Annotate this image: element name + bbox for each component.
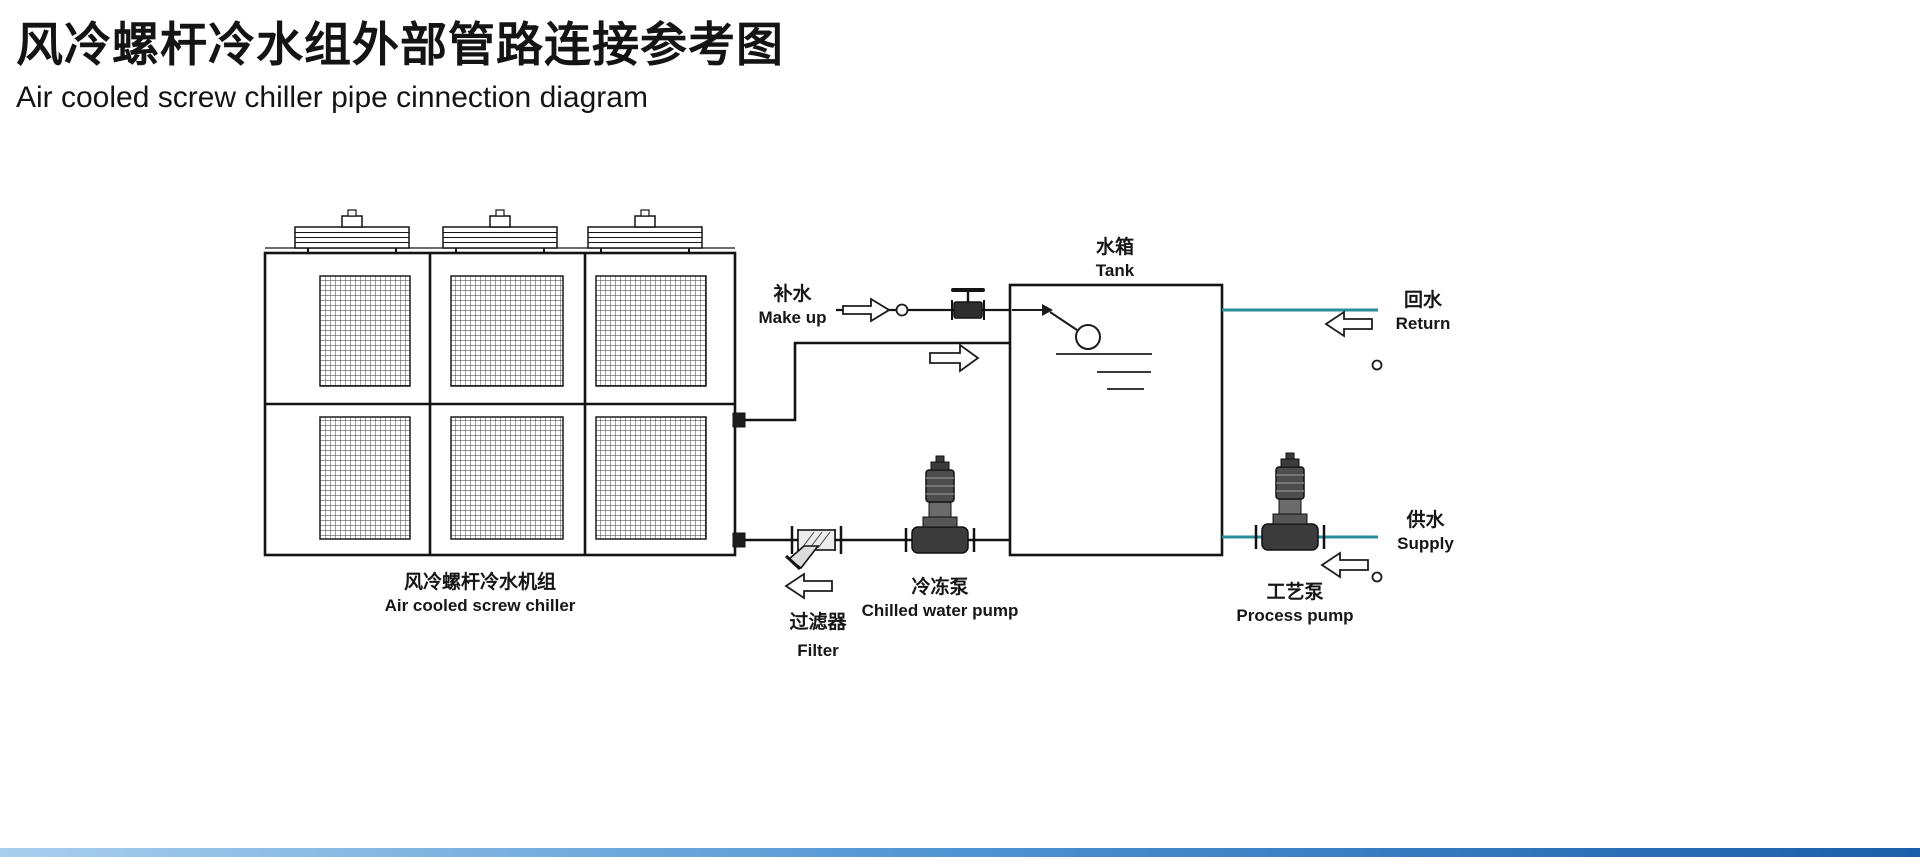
flow-arrow-filter [784,572,833,600]
chilled-pump-label: 冷冻泵 Chilled water pump [845,576,1035,621]
page-title: 风冷螺杆冷水组外部管路连接参考图 [16,18,784,73]
fan-units [294,209,703,253]
process-pump-label-en: Process pump [1236,605,1354,625]
tank-label-en: Tank [1095,260,1135,280]
chilled-water-pipes [745,308,1010,542]
pipe-connector-bottom [732,532,746,548]
chilled-water-pump-symbol [904,455,976,554]
header: 风冷螺杆冷水组外部管路连接参考图 Air cooled screw chille… [16,6,784,115]
tank-label: 水箱 Tank [1030,236,1200,281]
chilled-pump-label-en: Chilled water pump [861,600,1019,620]
filter-symbol [784,526,843,571]
tank [1008,283,1224,557]
makeup-valve [951,288,985,320]
chilled-pump-label-zh: 冷冻泵 [911,577,969,598]
supply-label-zh: 供水 [1406,510,1445,531]
flow-arrow-makeup [842,297,891,323]
process-pump-label: 工艺泵 Process pump [1210,581,1380,626]
water-level-lines [1056,353,1152,390]
chiller-label-en: Air cooled screw chiller [384,595,576,615]
makeup-label-en: Make up [758,307,827,327]
chiller-label-zh: 风冷螺杆冷水机组 [403,572,556,593]
flow-arrows [784,297,1373,600]
makeup-label: 补水 Make up [745,283,840,328]
supply-port-circle [1371,571,1383,583]
tank-outline [1008,283,1224,557]
mesh-panels [319,275,707,540]
pipe-fitting-circle [895,303,909,317]
filter-label: 过滤器 Filter [768,611,868,661]
return-port-circle [1371,359,1383,371]
process-pump-symbol [1254,452,1326,551]
supply-label: 供水 Supply [1383,509,1468,554]
flow-arrow-chiller-to-tank [929,343,980,373]
makeup-label-zh: 补水 [773,284,812,305]
pipe-connector-top [732,412,746,428]
footer-bar [0,848,1920,857]
filter-label-zh: 过滤器 [789,612,847,633]
return-label: 回水 Return [1383,289,1463,334]
tank-label-zh: 水箱 [1095,237,1134,258]
return-label-en: Return [1395,313,1451,333]
supply-label-en: Supply [1397,533,1454,553]
float-valve [1012,304,1101,350]
flow-arrow-supply [1320,551,1369,579]
pipe-chiller-to-tank [745,341,1010,422]
chiller-label: 风冷螺杆冷水机组 Air cooled screw chiller [355,571,605,616]
flow-arrow-return [1324,310,1373,338]
chiller-unit [263,209,746,557]
filter-label-en: Filter [797,640,839,660]
float-ball [1075,324,1101,350]
return-label-zh: 回水 [1403,290,1442,311]
process-pump-label-zh: 工艺泵 [1266,582,1324,603]
page-subtitle: Air cooled screw chiller pipe cinnection… [16,81,648,114]
